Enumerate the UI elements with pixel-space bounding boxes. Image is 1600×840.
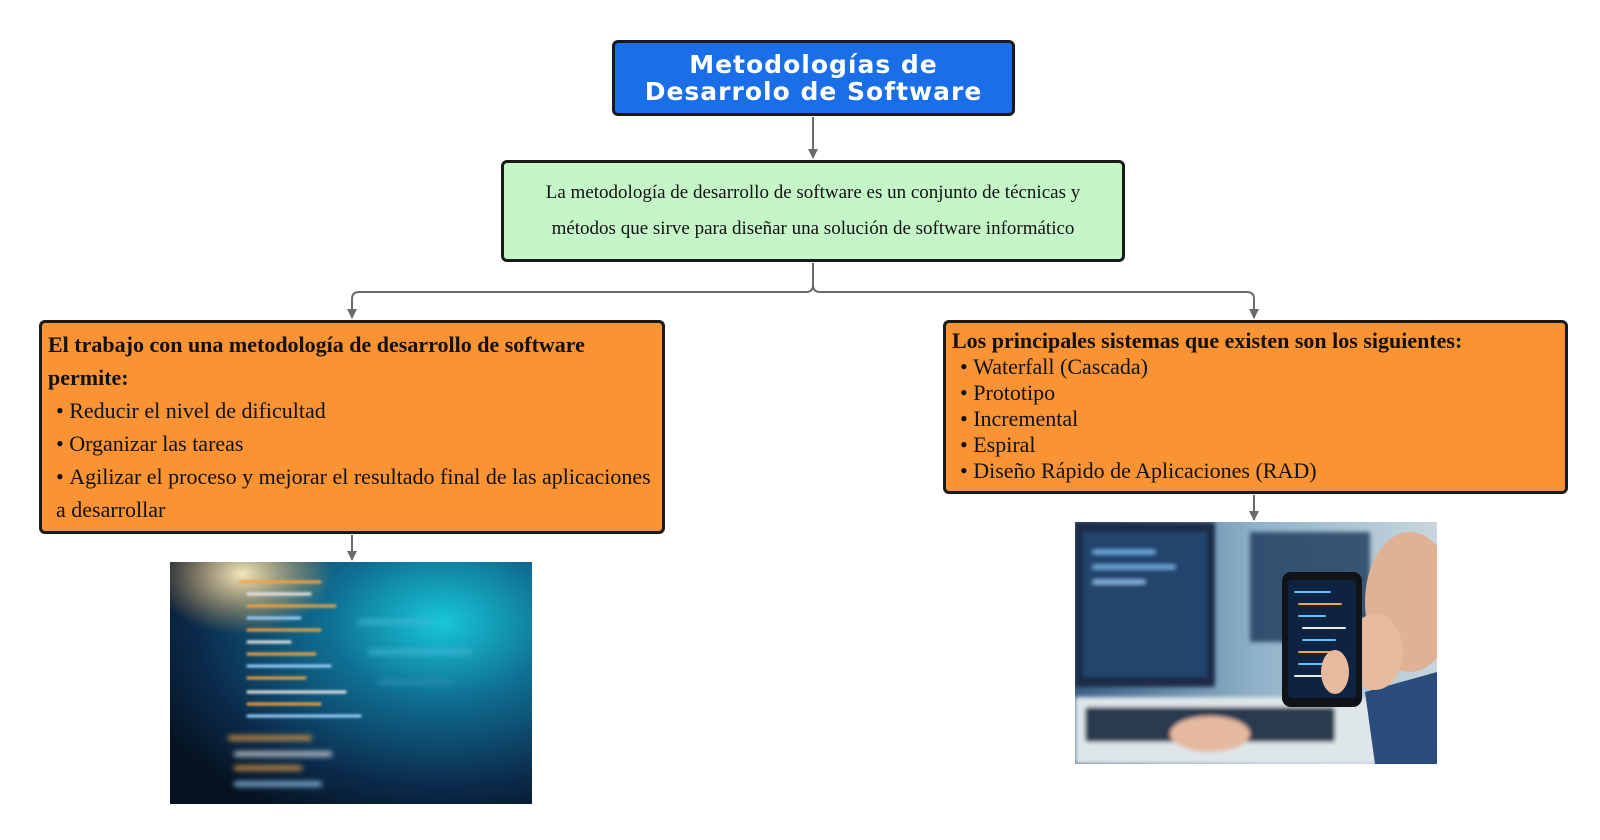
systems-item: Incremental bbox=[952, 406, 1557, 432]
systems-item: Espiral bbox=[952, 432, 1557, 458]
title-line-1: Metodologías de bbox=[689, 50, 938, 79]
definition-line-1: La metodología de desarrollo de software… bbox=[545, 182, 1081, 203]
systems-item: Diseño Rápido de Aplicaciones (RAD) bbox=[952, 458, 1557, 484]
connector-definition-to-systems bbox=[812, 284, 1259, 319]
benefits-list: Reducir el nivel de dificultad Organizar… bbox=[48, 394, 654, 526]
systems-heading: Los principales sistemas que existen son… bbox=[952, 328, 1463, 353]
systems-node: Los principales sistemas que existen son… bbox=[943, 320, 1568, 494]
benefits-item: Agilizar el proceso y mejorar el resulta… bbox=[48, 460, 654, 526]
connector-definition-to-benefits bbox=[347, 263, 814, 319]
systems-item: Waterfall (Cascada) bbox=[952, 354, 1557, 380]
benefits-item: Organizar las tareas bbox=[48, 427, 654, 460]
code-screen-photo bbox=[170, 562, 532, 804]
systems-list: Waterfall (Cascada) Prototipo Incrementa… bbox=[952, 354, 1557, 484]
title-node: Metodologías de Desarrolo de Software bbox=[612, 40, 1015, 116]
definition-node: La metodología de desarrollo de software… bbox=[501, 160, 1125, 262]
person-holding-phone-photo bbox=[1075, 522, 1437, 764]
systems-item: Prototipo bbox=[952, 380, 1557, 406]
title-line-2: Desarrolo de Software bbox=[644, 77, 983, 106]
benefits-item: Reducir el nivel de dificultad bbox=[48, 394, 654, 427]
definition-line-2: métodos que sirve para diseñar una soluc… bbox=[551, 218, 1075, 239]
benefits-node: El trabajo con una metodología de desarr… bbox=[39, 320, 665, 534]
benefits-heading: El trabajo con una metodología de desarr… bbox=[48, 332, 585, 390]
